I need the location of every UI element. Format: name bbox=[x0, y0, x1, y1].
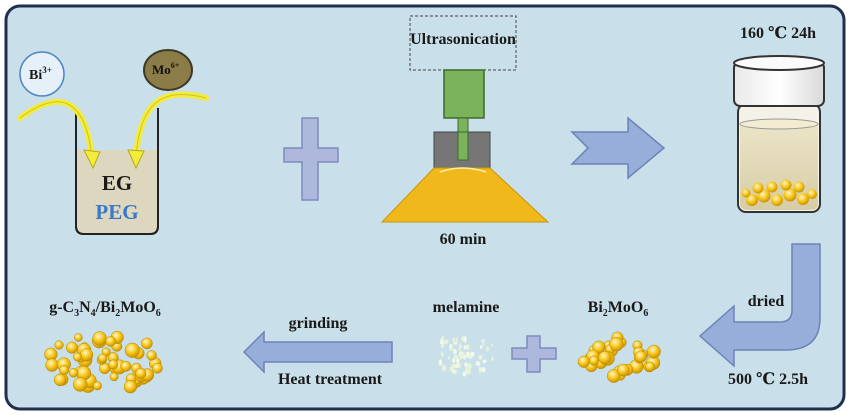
curved-arrow-icon bbox=[698, 243, 821, 368]
dried-label: dried bbox=[748, 293, 785, 310]
right-arrow-icon bbox=[570, 116, 666, 180]
jar-particles bbox=[741, 179, 817, 206]
grinding-label: grinding bbox=[289, 315, 348, 332]
bi-ion: Bi3+ bbox=[19, 51, 65, 97]
ion-addition-arrows bbox=[17, 91, 209, 170]
final-product-label: g-C3N4/Bi2MoO6 bbox=[49, 299, 161, 319]
ultrasonication-time: 60 min bbox=[440, 231, 487, 248]
bi2moo6-particles bbox=[577, 331, 661, 383]
svg-text:Bi3+: Bi3+ bbox=[29, 65, 52, 83]
ultrasonicator: Ultrasonication 60 min bbox=[380, 15, 550, 248]
autoclave-condition: 160 ℃ 24h bbox=[740, 25, 816, 42]
left-arrow-icon bbox=[242, 330, 393, 374]
autoclave-jar bbox=[733, 55, 825, 213]
solvent-eg-label: EG bbox=[102, 171, 132, 195]
calcination-condition: 500 ℃ 2.5h bbox=[728, 371, 808, 388]
svg-text:Mo6+: Mo6+ bbox=[152, 61, 180, 77]
plus-icon bbox=[283, 117, 339, 201]
plus-icon-small bbox=[511, 335, 557, 373]
heat-treatment-label: Heat treatment bbox=[278, 371, 383, 388]
melamine-powder bbox=[438, 335, 494, 377]
bi2moo6-label: Bi2MoO6 bbox=[588, 299, 649, 319]
final-product-particles bbox=[44, 330, 163, 394]
ultrasonication-label: Ultrasonication bbox=[410, 31, 516, 48]
beaker: EG PEG bbox=[75, 108, 159, 235]
solvent-peg-label: PEG bbox=[95, 200, 138, 224]
melamine-label: melamine bbox=[433, 299, 500, 316]
mo-ion: Mo6+ bbox=[143, 49, 193, 91]
